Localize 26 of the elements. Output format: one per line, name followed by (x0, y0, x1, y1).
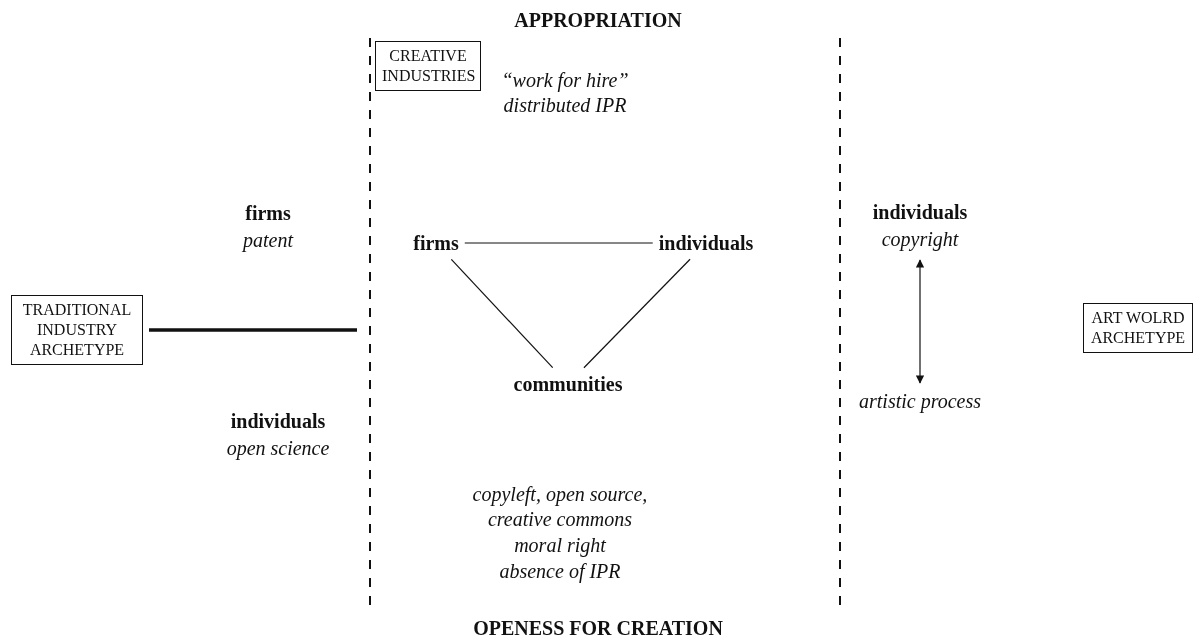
label-box: ART WOLRD ARCHETYPE (1083, 303, 1193, 353)
connector-line (450, 258, 554, 369)
bold-text: individuals (872, 200, 968, 224)
bold-text: firms (413, 231, 459, 255)
italic-text: absence of IPR (499, 559, 621, 583)
italic-text: open science (226, 436, 330, 460)
double-arrow (915, 259, 925, 384)
italic-text: patent (243, 228, 293, 252)
italic-text: creative commons (487, 507, 633, 531)
axis-label: OPENESS FOR CREATION (473, 616, 723, 640)
bold-text: individuals (230, 409, 326, 433)
connector-line (464, 242, 654, 244)
axis-label: APPROPRIATION (514, 8, 682, 32)
italic-text: “work for hire” (501, 68, 629, 92)
label-box: CREATIVE INDUSTRIES (375, 41, 481, 91)
connector-line (149, 328, 357, 332)
italic-text: moral right (514, 533, 606, 557)
label-box: TRADITIONAL INDUSTRY ARCHETYPE (11, 295, 143, 365)
italic-text: copyleft, open source, (472, 482, 648, 506)
italic-text: copyright (880, 227, 960, 251)
connector-line (583, 258, 691, 369)
italic-text: distributed IPR (503, 93, 627, 117)
bold-text: communities (513, 372, 623, 396)
italic-text: artistic process (859, 389, 981, 413)
bold-text: firms (245, 201, 291, 225)
bold-text: individuals (658, 231, 754, 255)
